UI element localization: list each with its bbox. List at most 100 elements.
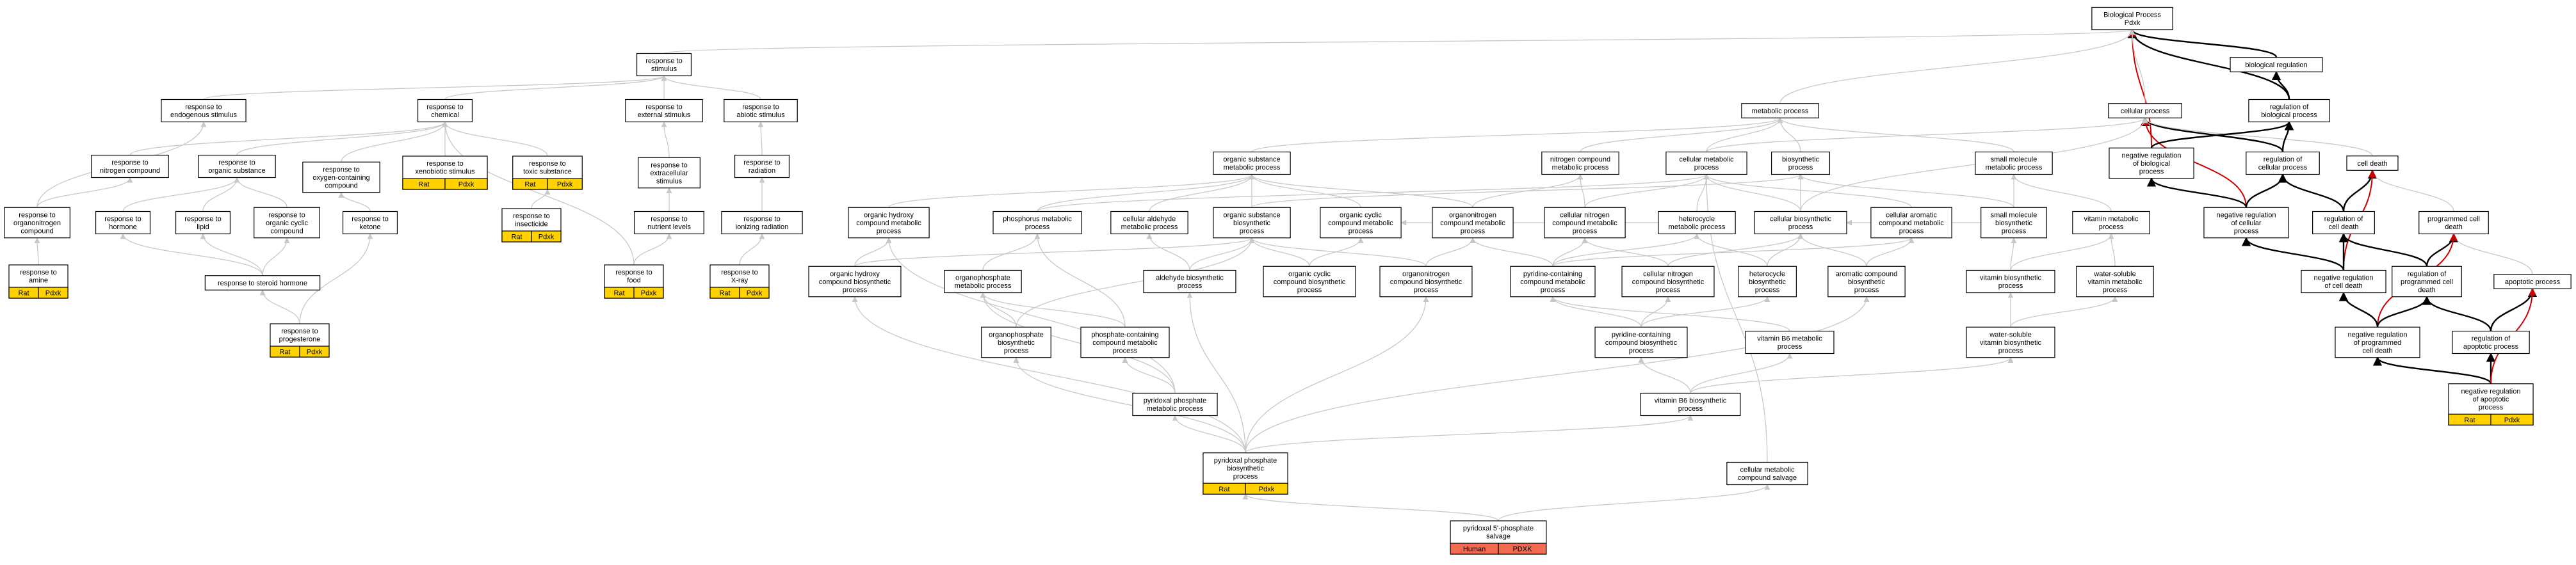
node-label-line: regulation of [2408,270,2447,278]
edge-resporgcyc-to-resporgsub [234,177,288,208]
node-label-line: response to [185,104,222,111]
node-box [721,211,803,235]
node-label-line: apoptotic process [2505,278,2561,286]
node-label-line: process [1461,227,1486,235]
go-term-node-metabolic-process[interactable]: metabolic process [1741,103,1819,118]
edge-cellald-to-orgsubmet [1149,173,1255,212]
node-label-line: metabolic process [1147,405,1204,413]
node-box [2246,151,2320,175]
go-term-node-biological-regulation[interactable]: biological regulation [2230,57,2323,72]
node-box [161,99,247,123]
node-label-line: metabolic process [1552,164,1609,171]
annotation-badge-label: Rat [511,234,522,241]
node-label-line: process [1998,347,2023,354]
go-term-node-pyridoxal-phosphate-biosynthetic-process[interactable]: pyridoxal phosphatebiosyntheticprocessRa… [1203,452,1288,495]
node-label-line: response to [218,159,255,167]
node-box [1110,211,1188,235]
go-term-node-apoptotic-process[interactable]: apoptotic process [2493,274,2572,289]
node-box [2452,330,2530,354]
go-term-node-cell-death[interactable]: cell death [2346,155,2399,171]
node-box [417,99,473,123]
go-term-node-response-to-steroid-hormone[interactable]: response to steroid hormone [204,275,321,290]
go-term-node-cellular-process[interactable]: cellular process [2108,103,2182,118]
node-label-line: ketone [359,223,380,231]
edge-arombio-to-cellarom [1866,237,1915,267]
node-box [198,154,276,179]
